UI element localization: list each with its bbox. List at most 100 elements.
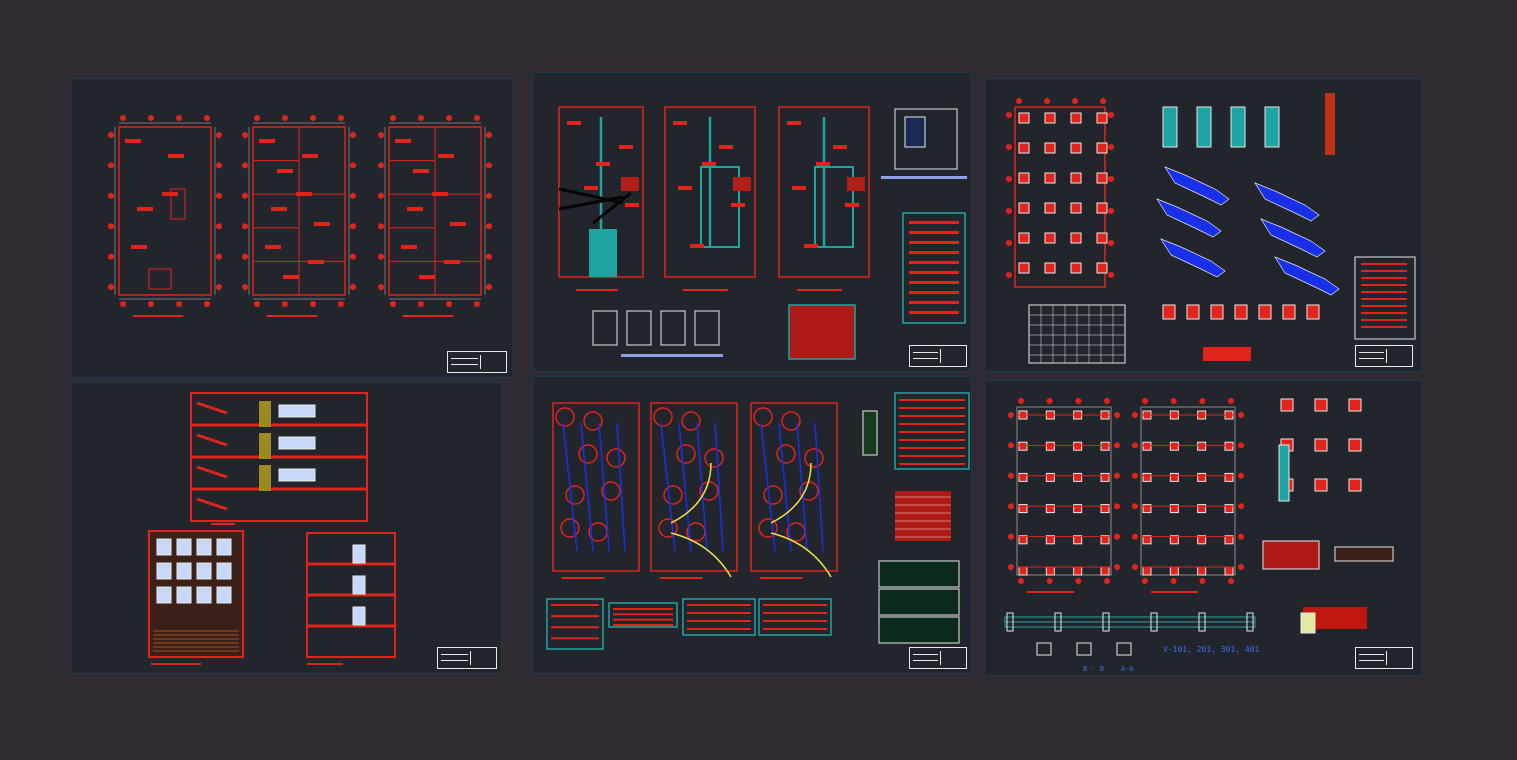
circuit-loop <box>653 407 673 427</box>
table-row <box>687 612 751 614</box>
elevations-drawing <box>148 392 396 665</box>
circuit-loop <box>578 444 598 464</box>
iso-detail <box>694 310 720 346</box>
footing <box>1070 262 1082 274</box>
circuit-loop <box>560 518 580 538</box>
grid-bubble <box>216 284 222 290</box>
column-detail <box>1348 398 1362 412</box>
footing <box>1070 142 1082 154</box>
circuit-loop <box>804 448 824 468</box>
grid-bubble <box>378 223 384 230</box>
grid-bubble <box>350 162 356 169</box>
grid-bubble <box>108 223 114 230</box>
beam-support <box>1198 612 1206 632</box>
grid-bubble <box>242 223 248 230</box>
sheet-sanitary-plans[interactable] <box>532 72 972 372</box>
fixture-label <box>702 162 716 166</box>
column-detail <box>1348 438 1362 452</box>
grid-bubble <box>1114 472 1120 479</box>
grid-bubble <box>1008 503 1014 510</box>
note-line <box>1361 284 1407 286</box>
grid-bubble <box>338 301 344 307</box>
column-section <box>1230 106 1246 148</box>
window <box>216 538 232 556</box>
column <box>1224 504 1234 514</box>
grid-bubble <box>418 301 424 307</box>
sheet-elevations[interactable] <box>70 382 502 674</box>
grid-bubble <box>242 253 248 260</box>
detail-table <box>1300 612 1316 634</box>
grid-bubble <box>350 284 356 290</box>
table-row <box>613 624 673 626</box>
grid-bubble <box>1228 578 1234 584</box>
table-row <box>899 407 965 409</box>
window <box>352 606 366 626</box>
plan-title <box>659 577 703 579</box>
logo-icon <box>940 651 963 665</box>
column-detail <box>1258 304 1272 320</box>
column <box>1018 535 1028 545</box>
room-label <box>137 207 153 211</box>
column <box>1100 566 1110 576</box>
footing <box>1018 112 1030 124</box>
footing <box>1070 172 1082 184</box>
column <box>1169 504 1179 514</box>
grid-bubble <box>1100 98 1106 104</box>
load-table <box>546 598 604 650</box>
column-detail <box>1306 304 1320 320</box>
column <box>1142 504 1152 514</box>
table-row <box>909 241 959 244</box>
sheet-electrical-plans[interactable] <box>532 376 972 674</box>
sheet-architecture-plans[interactable] <box>70 78 514 378</box>
framing-plan <box>1140 406 1236 576</box>
fixture-label <box>584 186 598 190</box>
notes-box <box>1354 256 1416 340</box>
footing-section <box>1156 198 1222 238</box>
column-detail <box>1348 478 1362 492</box>
table-row <box>551 604 599 606</box>
grid-bubble <box>1132 533 1138 540</box>
footing <box>1096 112 1108 124</box>
logo-icon <box>1386 651 1409 665</box>
column <box>1142 472 1152 482</box>
footing <box>1096 202 1108 214</box>
circuit-loop <box>676 444 696 464</box>
table-row <box>899 423 965 425</box>
footing-section <box>1274 256 1340 296</box>
column-detail <box>1314 438 1328 452</box>
grid-bubble <box>1132 442 1138 449</box>
grid-bubble <box>338 115 344 121</box>
logo-icon <box>940 349 963 363</box>
footing-section <box>1260 218 1326 258</box>
column <box>1197 566 1207 576</box>
grid-bubble <box>1075 578 1082 584</box>
column <box>1224 566 1234 576</box>
footing <box>1018 262 1030 274</box>
grid-bubble <box>216 253 222 260</box>
grid-bubble <box>350 253 356 260</box>
tank-detail <box>904 116 926 148</box>
fixture-label <box>731 203 745 207</box>
sheet-foundation-plan[interactable] <box>984 78 1422 372</box>
grid-bubble <box>1108 240 1114 246</box>
grid-bubble <box>1132 412 1138 418</box>
table-row <box>687 620 751 622</box>
grid-bubble <box>1132 564 1138 570</box>
room-label <box>271 207 287 211</box>
foundation-plan <box>1014 106 1106 288</box>
column <box>1224 472 1234 482</box>
grid-bubble <box>1006 112 1012 118</box>
plan-title <box>575 289 618 291</box>
note-line <box>1361 326 1407 328</box>
sheet-framing-plans[interactable]: V-101, 201, 301, 401 B - B A-A <box>984 380 1422 676</box>
column-detail <box>1314 478 1328 492</box>
window <box>176 586 192 604</box>
circuit-loop <box>555 407 575 427</box>
column <box>1073 535 1083 545</box>
grid-bubble <box>1238 412 1244 418</box>
column <box>1224 441 1234 451</box>
legend-table <box>902 212 966 324</box>
grid-bubble <box>1006 272 1012 278</box>
iso-detail <box>660 310 686 346</box>
